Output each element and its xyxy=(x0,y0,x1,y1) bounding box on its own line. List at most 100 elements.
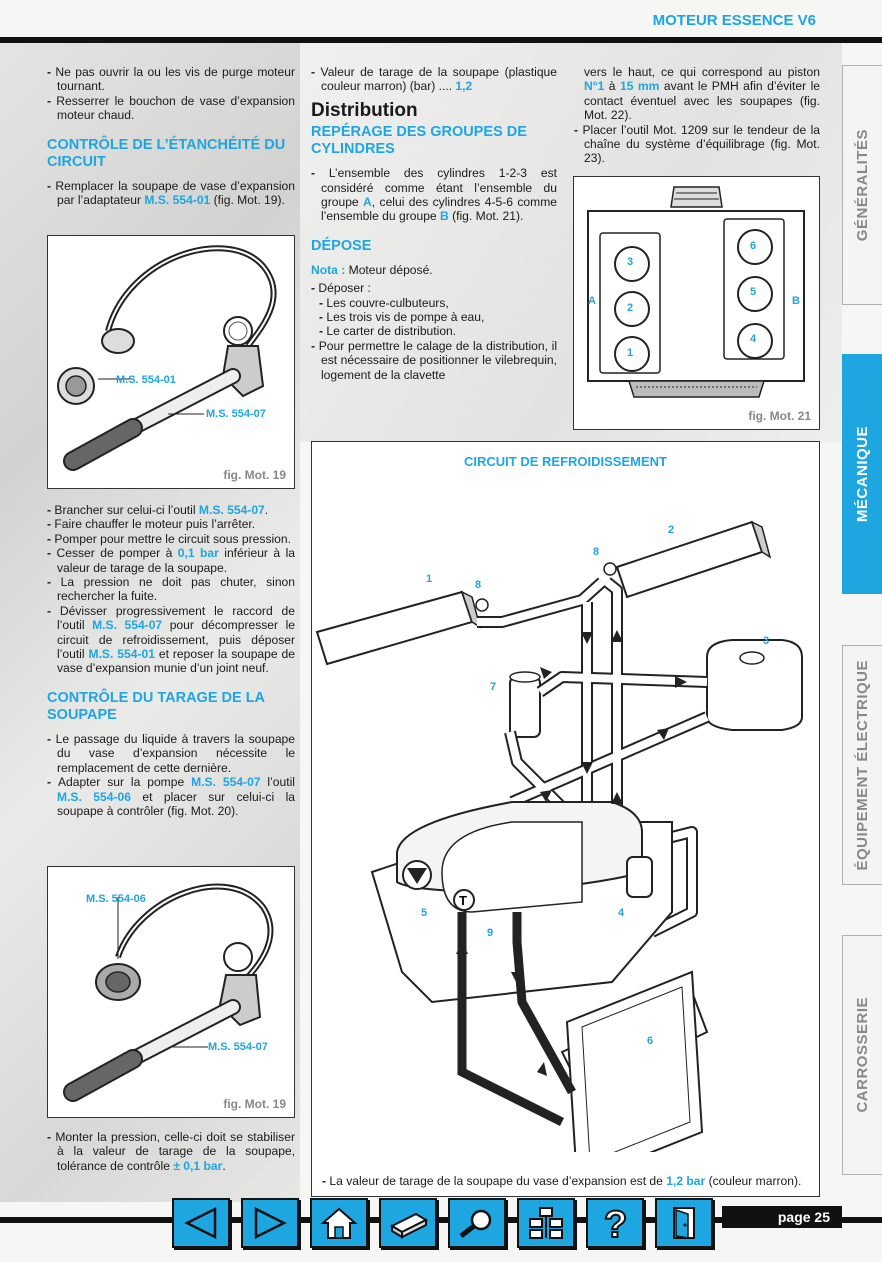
column-1: Ne pas ouvrir la ou les vis de purge mot… xyxy=(47,65,295,207)
valeur-list: Valeur de tarage de la soupape (plastiqu… xyxy=(311,65,557,94)
list-item: La pression ne doit pas chuter, sinon re… xyxy=(47,575,295,604)
heading-tarage: CONTRÔLE DU TARAGE DE LA SOUPAPE xyxy=(47,689,265,723)
list-item: Pomper pour mettre le circuit sous press… xyxy=(47,532,295,546)
column-2: Valeur de tarage de la soupape (plastiqu… xyxy=(311,65,557,382)
fig2-caption: fig. Mot. 19 xyxy=(223,1097,286,1111)
next-icon xyxy=(254,1206,287,1240)
cylinder-5: 5 xyxy=(750,286,757,298)
figure-mot-21: 3 2 1 6 5 4 A B fig. Mot. 21 xyxy=(573,176,820,430)
placer-list: Placer l’outil Mot. 1209 sur le tendeur … xyxy=(574,123,820,166)
svg-text:T: T xyxy=(459,893,467,908)
calage-list: Pour permettre le calage de la distribut… xyxy=(311,339,557,382)
list-item: Cesser de pomper à 0,1 bar inférieur à l… xyxy=(47,546,295,575)
fig2-label-ms55407: M.S. 554-07 xyxy=(208,1041,268,1053)
list-item: Les trois vis de pompe à eau, xyxy=(311,310,557,324)
page-number: page 25 xyxy=(722,1206,842,1228)
circuit-label-8a: 8 xyxy=(475,579,482,591)
etancheite-list: Remplacer la soupape de vase d’expansion… xyxy=(47,179,295,208)
prev-page-button[interactable] xyxy=(172,1198,230,1248)
steps-list: Brancher sur celui-ci l’outil M.S. 554-0… xyxy=(47,503,295,676)
svg-text:?: ? xyxy=(604,1204,627,1243)
figure-mot-19-b: M.S. 554-06 M.S. 554-07 fig. Mot. 19 xyxy=(47,866,295,1118)
list-item: Monter la pression, celle-ci doit se sta… xyxy=(47,1130,295,1173)
list-item: L’ensemble des cylindres 1-2-3 est consi… xyxy=(311,166,557,224)
print-icon xyxy=(389,1212,429,1239)
header-rule xyxy=(0,37,882,43)
circuit-label-2: 2 xyxy=(668,524,675,536)
help-icon: ? xyxy=(603,1203,628,1243)
circuit-label-7: 7 xyxy=(490,681,497,693)
group-a-label: A xyxy=(588,295,596,307)
heading-etancheite: CONTRÔLE DE L’ÉTANCHÉITÉ DU CIRCUIT xyxy=(47,136,286,170)
list-item: La valeur de tarage de la soupape du vas… xyxy=(322,1174,809,1188)
reperage-list: L’ensemble des cylindres 1-2-3 est consi… xyxy=(311,166,557,224)
sitemap-icon xyxy=(529,1207,563,1239)
list-item: Adapter sur la pompe M.S. 554-07 l’outil… xyxy=(47,775,295,818)
cylinder-groups-diagram xyxy=(587,186,805,398)
list-item: Déposer : xyxy=(311,281,557,295)
cooling-circuit-diagram: T xyxy=(315,520,803,1152)
list-item: Pour permettre le calage de la distribut… xyxy=(311,339,557,382)
fig1-label-ms55407: M.S. 554-07 xyxy=(206,408,266,420)
final-list: Monter la pression, celle-ci doit se sta… xyxy=(47,1130,295,1173)
print-button[interactable] xyxy=(379,1198,437,1248)
list-item: Remplacer la soupape de vase d’expansion… xyxy=(47,179,295,208)
fig1-label-ms55401: M.S. 554-01 xyxy=(116,374,176,386)
nota: Nota : Moteur déposé. xyxy=(311,262,433,277)
help-button[interactable]: ? xyxy=(586,1198,644,1248)
exit-button[interactable] xyxy=(655,1198,713,1248)
circuit-label-3: 3 xyxy=(763,635,770,647)
exit-icon xyxy=(673,1207,695,1239)
navigation-bar: ? xyxy=(172,1198,713,1248)
list-item: Ne pas ouvrir la ou les vis de purge mot… xyxy=(47,65,295,94)
circuit-note: La valeur de tarage de la soupape du vas… xyxy=(322,1174,809,1188)
tarage-list: Le passage du liquide à travers la soupa… xyxy=(47,732,295,818)
column-1-final: Monter la pression, celle-ci doit se sta… xyxy=(47,1130,295,1173)
heading-depose: DÉPOSE xyxy=(311,237,372,254)
column-1-steps: Brancher sur celui-ci l’outil M.S. 554-0… xyxy=(47,503,295,818)
cylinder-6: 6 xyxy=(750,240,757,252)
list-item: Faire chauffer le moteur puis l’arrêter. xyxy=(47,517,295,531)
tab-generalites[interactable]: GÉNÉRALITÉS xyxy=(842,65,882,305)
circuit-label-4: 4 xyxy=(618,907,625,919)
tab-mecanique[interactable]: MÉCANIQUE xyxy=(842,354,882,594)
figure-mot-19-a: M.S. 554-01 M.S. 554-07 fig. Mot. 19 xyxy=(47,235,295,489)
continued-text: vers le haut, ce qui correspond au pisto… xyxy=(584,65,820,123)
home-icon xyxy=(320,1207,358,1239)
search-icon xyxy=(459,1209,492,1238)
list-item: Dévisser progressivement le raccord de l… xyxy=(47,604,295,676)
pump-tool-illustration xyxy=(57,245,277,471)
circuit-label-9: 9 xyxy=(487,927,494,939)
list-item: Le passage du liquide à travers la soupa… xyxy=(47,732,295,775)
fig21-caption: fig. Mot. 21 xyxy=(748,409,811,423)
heading-reperage: REPÉRAGE DES GROUPES DE CYLINDRES xyxy=(311,124,527,158)
heading-distribution: Distribution xyxy=(311,99,418,121)
group-b-label: B xyxy=(792,295,800,307)
list-item: Le carter de distribution. xyxy=(311,324,557,338)
list-item: Les couvre-culbuteurs, xyxy=(311,296,557,310)
list-item: Brancher sur celui-ci l’outil M.S. 554-0… xyxy=(47,503,295,517)
list-item: Resserrer le bouchon de vase d’expansion… xyxy=(47,94,295,123)
cylinder-3: 3 xyxy=(627,256,634,268)
list-item: Valeur de tarage de la soupape (plastiqu… xyxy=(311,65,557,94)
tab-equipement-electrique[interactable]: ÉQUIPEMENT ÉLECTRIQUE xyxy=(842,645,882,885)
cylinder-1: 1 xyxy=(627,347,634,359)
footer-rule xyxy=(0,1217,882,1223)
search-button[interactable] xyxy=(448,1198,506,1248)
fig1-caption: fig. Mot. 19 xyxy=(223,468,286,482)
depose-list: Déposer : xyxy=(311,281,557,295)
cylinder-2: 2 xyxy=(627,302,634,314)
fig2-label-ms55406: M.S. 554-06 xyxy=(86,893,146,905)
intro-list: Ne pas ouvrir la ou les vis de purge mot… xyxy=(47,65,295,123)
circuit-label-6: 6 xyxy=(647,1035,654,1047)
column-3: vers le haut, ce qui correspond au pisto… xyxy=(574,65,820,166)
cylinder-4: 4 xyxy=(750,333,757,345)
tab-carrosserie[interactable]: CARROSSERIE xyxy=(842,935,882,1175)
depose-sublist: Les couvre-culbuteurs, Les trois vis de … xyxy=(311,296,557,339)
next-page-button[interactable] xyxy=(241,1198,299,1248)
sitemap-button[interactable] xyxy=(517,1198,575,1248)
home-button[interactable] xyxy=(310,1198,368,1248)
list-item: Placer l’outil Mot. 1209 sur le tendeur … xyxy=(574,123,820,166)
circuit-label-5: 5 xyxy=(421,907,428,919)
circuit-label-1: 1 xyxy=(426,573,433,585)
